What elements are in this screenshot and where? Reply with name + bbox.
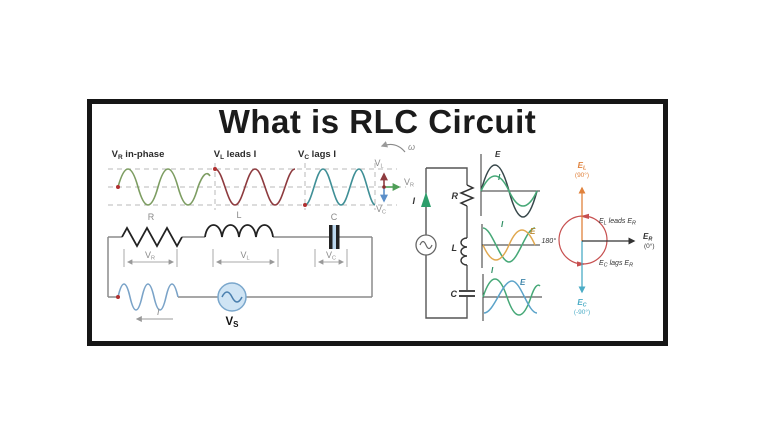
branch-c-label: C — [451, 289, 458, 299]
plot-l-i-label: I — [501, 220, 504, 229]
ac-source-symbol — [217, 282, 247, 312]
plot-r-e-label: E — [495, 150, 501, 159]
vs-label: VS — [225, 316, 239, 329]
plot-capacitor: I E — [482, 266, 542, 321]
el-label: EL — [578, 161, 587, 172]
circuit-wires — [107, 236, 373, 298]
page-title: What is RLC Circuit — [218, 103, 537, 140]
series-rlc-circuit: R L C — [107, 210, 373, 329]
mini-vr-label: VR — [404, 177, 414, 189]
poster-frame — [87, 99, 668, 346]
er-angle-label: (0°) — [644, 242, 655, 250]
source-current-wave — [117, 283, 179, 311]
branch-r-label: R — [452, 191, 459, 201]
resistor-symbol — [121, 226, 183, 248]
plot-l-e-label: E — [530, 227, 536, 236]
voltage-spans — [123, 249, 348, 267]
vc-lags-label: VC lags I — [298, 149, 336, 161]
plot-c-e-label: E — [520, 278, 526, 287]
plot-c-i-label: I — [491, 266, 494, 275]
branch-current-label: I — [412, 196, 415, 206]
branch-resistor-symbol — [459, 184, 475, 207]
branch-ac-source-symbol — [415, 234, 437, 256]
omega-rotation-arrow-icon — [380, 141, 406, 153]
phasor-origin-dot — [382, 185, 386, 189]
phase-waveforms-panel: VR in-phase VL leads I VC lags I — [108, 149, 406, 210]
branch-l-label: L — [452, 243, 458, 253]
vr-sine-wave — [117, 168, 211, 206]
current-wave-start-dot — [116, 295, 120, 299]
vc-start-dot — [303, 203, 307, 207]
vl-sine-wave — [214, 168, 296, 206]
vr-span-label: VR — [145, 250, 155, 262]
resistor-label: R — [148, 212, 155, 222]
mini-vl-label: VL — [374, 158, 383, 170]
vr-start-dot — [116, 185, 120, 189]
vl-start-dot — [213, 167, 217, 171]
plot-inductor: I E — [481, 220, 540, 268]
er-label: ER — [643, 232, 652, 243]
mini-vc-label: VC — [376, 204, 386, 216]
inductor-label: L — [236, 210, 241, 220]
vc-span-label: VC — [326, 250, 336, 262]
el-angle-label: (90°) — [575, 171, 589, 179]
inductor-symbol — [204, 224, 274, 238]
mini-phasor: ω VL VR VC — [374, 141, 415, 216]
current-label: I — [157, 307, 160, 317]
vc-sine-wave — [304, 168, 376, 206]
branch-current-arrow-icon — [421, 192, 431, 207]
vr-inphase-label: VR in-phase — [112, 149, 165, 161]
ec-angle-label: (-90°) — [574, 308, 590, 316]
branch-circuit: I R L C E I I E I E — [412, 150, 542, 321]
voltage-phasor-diagram: EL (90°) ER (0°) EC (-90°) 180° EL leads… — [542, 161, 655, 316]
plot-r-i-label: I — [498, 173, 501, 182]
vl-span-label: VL — [240, 250, 249, 262]
ec-label: EC — [577, 298, 587, 309]
branch-capacitor-symbol — [459, 290, 475, 297]
vl-leads-label: VL leads I — [214, 149, 257, 161]
ec-lags-er-note: EC lags ER — [599, 260, 633, 269]
capacitor-symbol — [329, 225, 340, 249]
capacitor-label: C — [331, 212, 338, 222]
branch-inductor-symbol — [460, 237, 468, 266]
el-leads-er-note: EL leads ER — [599, 218, 636, 227]
rotation-arrowhead-top-icon — [580, 213, 589, 219]
omega-label: ω — [408, 142, 415, 152]
angle-180-label: 180° — [542, 237, 557, 245]
plot-resistor: E I — [480, 150, 540, 218]
